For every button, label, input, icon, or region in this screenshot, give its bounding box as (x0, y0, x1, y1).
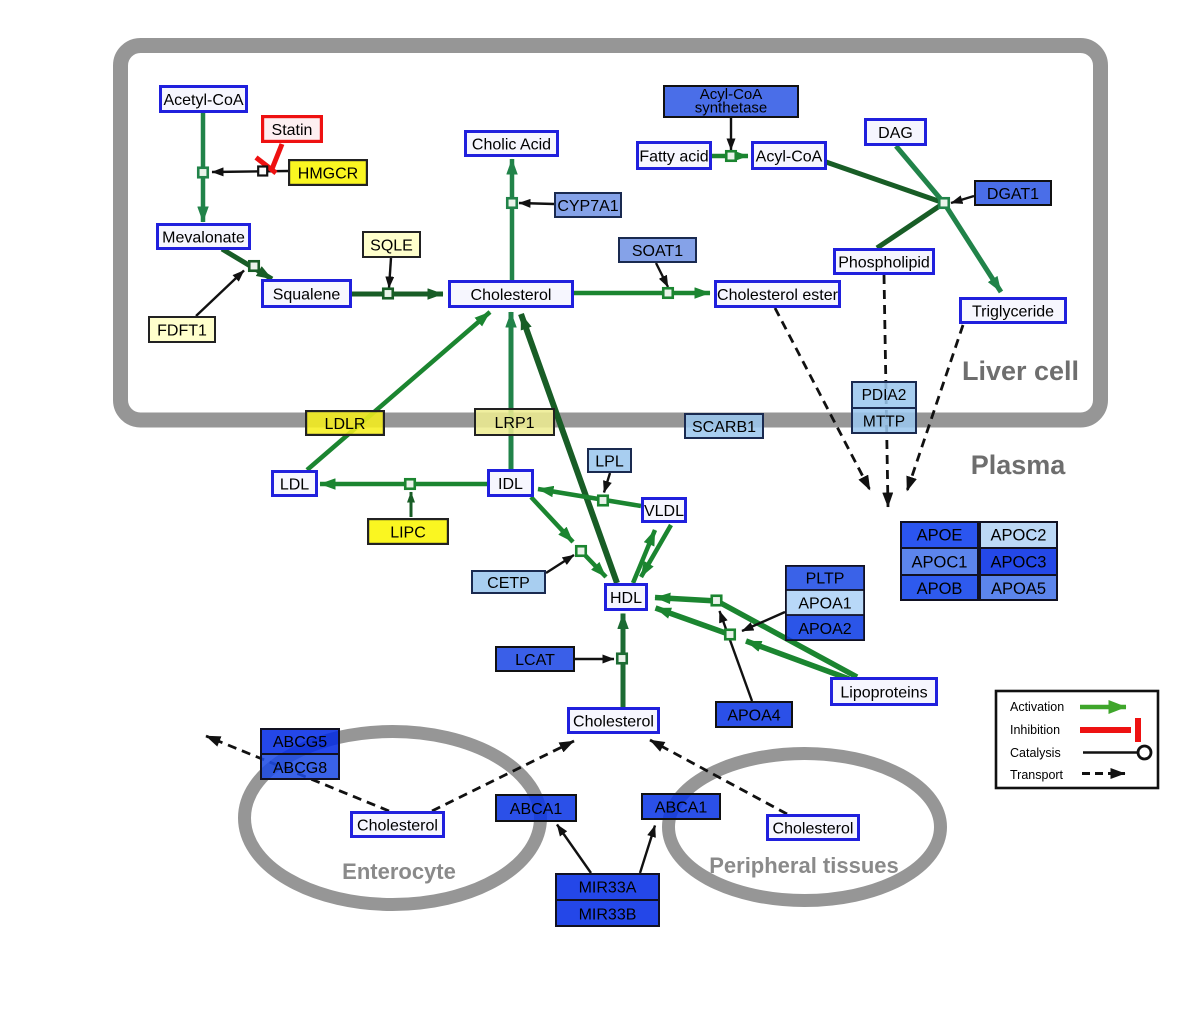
svg-text:SCARB1: SCARB1 (692, 419, 756, 436)
svg-text:MTTP: MTTP (863, 414, 905, 431)
svg-text:Inhibition: Inhibition (1010, 723, 1060, 737)
svg-text:LIPC: LIPC (390, 524, 426, 541)
svg-text:MIR33A: MIR33A (579, 879, 637, 896)
svg-text:LDL: LDL (280, 476, 309, 493)
svg-text:ABCA1: ABCA1 (510, 801, 563, 818)
svg-text:Phospholipid: Phospholipid (838, 254, 930, 271)
svg-text:Acetyl-CoA: Acetyl-CoA (163, 92, 243, 109)
svg-text:HDL: HDL (610, 590, 642, 607)
svg-text:LDLR: LDLR (325, 416, 366, 433)
svg-text:Fatty acid: Fatty acid (639, 148, 708, 165)
svg-text:MIR33B: MIR33B (579, 906, 637, 923)
svg-text:ABCG8: ABCG8 (273, 760, 327, 777)
svg-text:APOA5: APOA5 (991, 580, 1046, 598)
svg-text:Statin: Statin (272, 122, 313, 139)
svg-text:Acyl-CoA: Acyl-CoA (700, 86, 763, 103)
svg-text:ABCA1: ABCA1 (655, 799, 708, 816)
svg-text:DAG: DAG (878, 125, 913, 142)
svg-text:Transport: Transport (1010, 768, 1064, 782)
svg-text:APOC2: APOC2 (991, 526, 1047, 544)
svg-text:Cholic Acid: Cholic Acid (472, 136, 551, 153)
svg-text:FDFT1: FDFT1 (157, 322, 207, 339)
svg-text:IDL: IDL (498, 476, 523, 493)
svg-text:Mevalonate: Mevalonate (162, 229, 245, 246)
svg-text:Acyl-CoA: Acyl-CoA (756, 148, 823, 165)
svg-text:DGAT1: DGAT1 (987, 186, 1039, 203)
svg-text:APOB: APOB (917, 580, 963, 598)
svg-text:SQLE: SQLE (370, 237, 413, 254)
svg-text:Catalysis: Catalysis (1010, 746, 1061, 760)
svg-text:VLDL: VLDL (644, 503, 684, 520)
svg-text:Plasma: Plasma (971, 450, 1067, 480)
svg-text:CETP: CETP (487, 575, 530, 592)
svg-text:Squalene: Squalene (273, 286, 341, 303)
svg-text:Cholesterol: Cholesterol (471, 287, 552, 304)
svg-text:synthetase: synthetase (695, 100, 768, 117)
svg-text:Cholesterol: Cholesterol (357, 817, 438, 834)
svg-text:LCAT: LCAT (515, 652, 555, 669)
svg-text:ABCG5: ABCG5 (273, 734, 327, 751)
svg-text:SOAT1: SOAT1 (632, 243, 683, 260)
svg-text:APOA1: APOA1 (798, 595, 851, 612)
svg-text:APOA2: APOA2 (798, 621, 851, 638)
svg-text:Triglyceride: Triglyceride (972, 303, 1054, 320)
svg-text:Liver cell: Liver cell (962, 356, 1079, 386)
svg-text:APOC1: APOC1 (912, 553, 968, 571)
svg-text:PLTP: PLTP (806, 570, 845, 587)
svg-text:Enterocyte: Enterocyte (342, 859, 456, 884)
svg-text:APOE: APOE (917, 526, 963, 544)
svg-text:Cholesterol: Cholesterol (773, 820, 854, 837)
svg-text:APOA4: APOA4 (727, 707, 780, 724)
svg-text:LPL: LPL (595, 453, 624, 470)
svg-text:APOC3: APOC3 (991, 553, 1047, 571)
svg-text:LRP1: LRP1 (494, 415, 534, 432)
svg-text:Peripheral tissues: Peripheral tissues (709, 853, 899, 878)
svg-text:Activation: Activation (1010, 700, 1064, 714)
svg-text:PDIA2: PDIA2 (862, 387, 907, 404)
svg-text:Cholesterol: Cholesterol (573, 713, 654, 730)
svg-text:Cholesterol ester: Cholesterol ester (717, 287, 839, 304)
svg-text:CYP7A1: CYP7A1 (557, 198, 618, 215)
svg-text:HMGCR: HMGCR (298, 165, 358, 182)
svg-text:Lipoproteins: Lipoproteins (840, 684, 927, 701)
